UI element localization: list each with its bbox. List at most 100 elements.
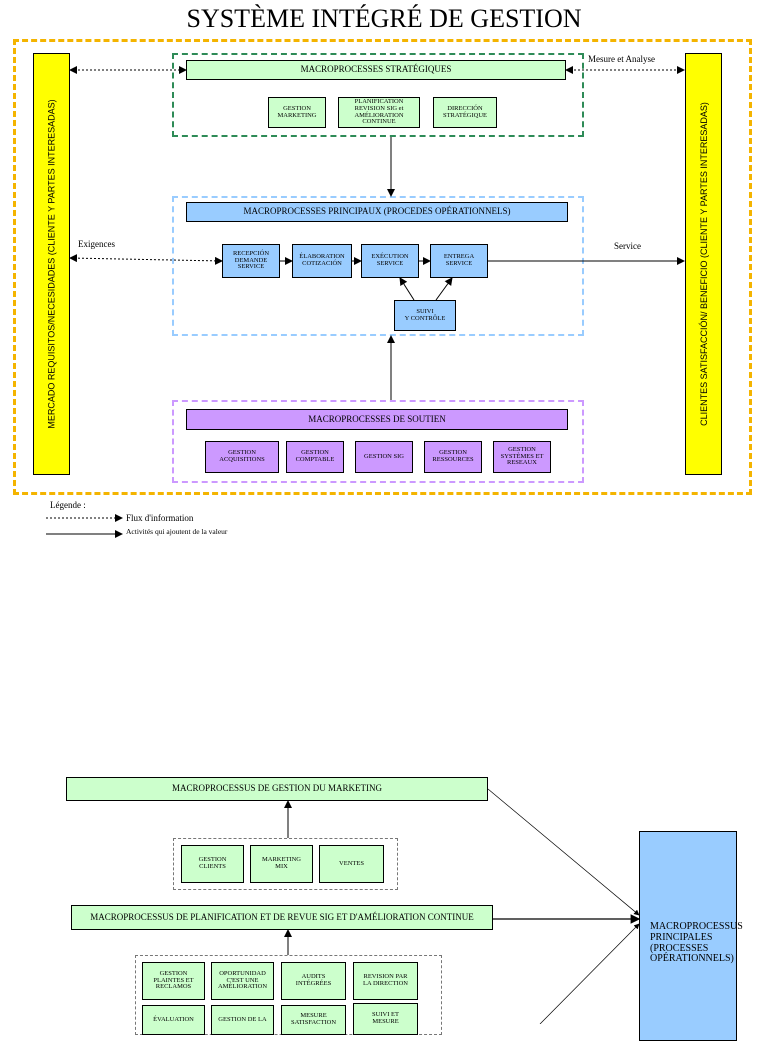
service-label: Service xyxy=(614,241,641,251)
box-text: GESTION SIG xyxy=(364,452,404,461)
box-text-line: EXÉCUTION xyxy=(371,253,409,261)
principal-group xyxy=(172,196,584,336)
box-text-line: SERVICE xyxy=(445,260,473,267)
box-text-line: C'EST UNE AMÉLIORATION xyxy=(217,976,268,991)
box-text-line: SERVICE xyxy=(376,260,404,267)
box-text-line: MACROPROCESSUS xyxy=(650,921,743,932)
marketing-item-ventes: VENTES xyxy=(319,845,384,883)
box-text: VENTES xyxy=(339,859,364,868)
box-text-line: VENTES xyxy=(339,859,364,867)
exigences-label: Exigences xyxy=(78,239,115,249)
box-text-line: ÉVALUATION xyxy=(153,1015,194,1023)
principal-processes-box xyxy=(639,831,737,1041)
marketing-macroprocess-title: MACROPROCESSUS DE GESTION DU MARKETING xyxy=(66,777,488,801)
box-text-line: CLIENTS xyxy=(199,863,226,870)
box-text-line: OPÉRATIONNELS) xyxy=(650,953,734,965)
legend-value-flow: Activités qui ajoutent de la valeur xyxy=(126,527,228,536)
box-text-line: PLANIFICATION xyxy=(354,97,404,105)
legend-info-flow: Flux d'information xyxy=(126,513,194,523)
box-text-line: SERVICE xyxy=(237,263,265,271)
box-text: GESTION DE LA xyxy=(218,1016,266,1024)
page-title: SYSTÈME INTÉGRÉ DE GESTION xyxy=(186,4,582,33)
box-text-line: DEMANDE xyxy=(234,256,268,264)
box-text-line: AUDITS xyxy=(301,973,326,981)
suivi-to-entrega-arrow xyxy=(435,277,453,301)
box-text-line: STRATÉGIQUE xyxy=(442,111,488,119)
box-text-line: GESTION xyxy=(283,104,311,112)
box-text-line: PLAINTES ET xyxy=(153,976,194,984)
box-text-line: GESTION xyxy=(301,449,329,457)
box-text-line: ÉLABORATION xyxy=(299,253,345,261)
marketing-to-principal-arrow xyxy=(487,788,640,916)
box-text-line: GESTION SIG xyxy=(364,452,404,460)
box-text-line: RECLAMOS xyxy=(155,983,192,991)
box-text-line: REVISION SIG et xyxy=(354,104,404,112)
box-text-line: SUIVI ET xyxy=(372,1011,399,1019)
box-text-line: ENTREGA xyxy=(443,253,475,261)
box-text-line: ACQUISITIONS xyxy=(219,456,265,463)
box-text-line: LA DIRECTION xyxy=(363,980,408,987)
support-item-sig: GESTION SIG xyxy=(355,441,413,473)
support-group xyxy=(172,400,584,483)
marketing-items-group xyxy=(173,838,398,890)
box-text-line: REVISION PAR xyxy=(363,973,408,981)
box-text-line: GESTION xyxy=(439,449,467,457)
box-text-line: INTÉGRÉES xyxy=(295,980,332,987)
principal-title: MACROPROCESSES PRINCIPAUX (PROCEDES OPÉR… xyxy=(186,202,568,222)
box-text-line: OPORTUNIDAD xyxy=(219,969,266,977)
box-text-line: RESEAUX xyxy=(507,459,537,467)
lower-to-principal-arrow xyxy=(539,923,640,1024)
planning-macroprocess-title: MACROPROCESSUS DE PLANIFICATION ET DE RE… xyxy=(71,905,493,930)
box-text-line: RECEPCIÓN xyxy=(232,249,270,257)
right-satisfaction-bar: CLIENTES SATISFACCIÓN/ BENEFICIO (CLIENT… xyxy=(685,53,722,475)
box-text-line: GESTION xyxy=(198,856,227,864)
legend-title: Légende : xyxy=(50,500,86,510)
box-text-line: RESSOURCES xyxy=(432,456,474,463)
box-text: ÉVALUATION xyxy=(153,1015,194,1024)
box-text-line: PRINCIPALES xyxy=(650,931,713,943)
box-text-line: DIRECCIÓN xyxy=(447,104,483,112)
box-text-line: MESURE xyxy=(300,1012,327,1020)
requirements-to-reception-arrow xyxy=(69,254,223,265)
box-text-line: Y CONTRÔLE xyxy=(404,314,446,322)
box-text-line: COMPTABLE xyxy=(295,456,335,463)
box-text-line: SATISFACTION xyxy=(290,1019,337,1026)
strategic-group xyxy=(172,53,584,137)
box-text-line: GESTION xyxy=(508,445,536,453)
box-text-line: GESTION xyxy=(228,449,256,457)
